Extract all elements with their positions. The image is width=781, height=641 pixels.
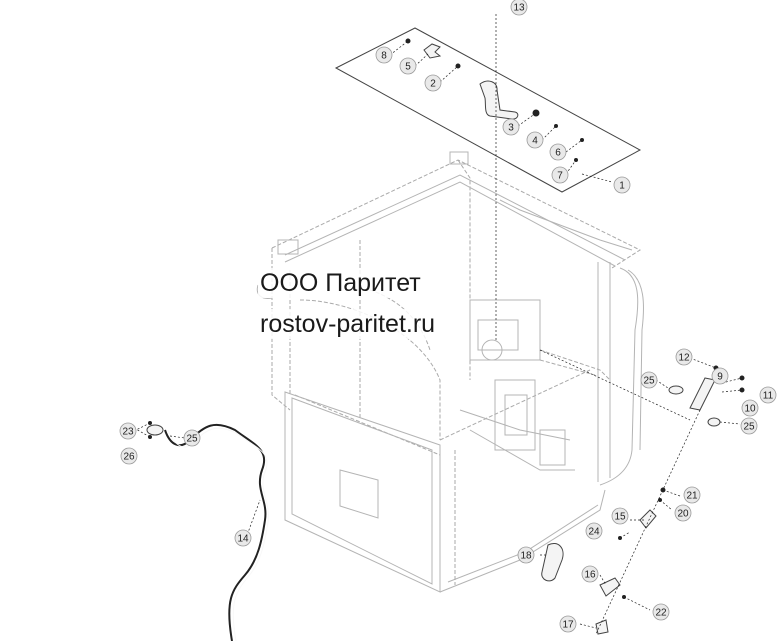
callout-14: 14 xyxy=(234,529,252,547)
callout-25-right-bottom: 25 xyxy=(740,417,758,435)
callout-26-bubble: 26 xyxy=(120,447,138,465)
callout-22: 22 xyxy=(652,603,670,621)
callout-3: 3 xyxy=(502,118,520,136)
svg-text:14: 14 xyxy=(237,534,249,545)
svg-text:16: 16 xyxy=(584,570,596,581)
svg-text:25: 25 xyxy=(643,376,655,387)
callout-18: 18 xyxy=(517,546,535,564)
svg-text:5: 5 xyxy=(405,62,411,73)
svg-text:26: 26 xyxy=(123,452,135,463)
drain-hose xyxy=(146,421,269,641)
svg-text:23: 23 xyxy=(122,427,134,438)
svg-text:9: 9 xyxy=(717,372,723,383)
callout-5: 5 xyxy=(399,57,417,75)
svg-text:12: 12 xyxy=(678,353,690,364)
callout-2: 2 xyxy=(424,74,442,92)
watermark-company: ООО Паритет xyxy=(258,268,423,298)
svg-text:20: 20 xyxy=(677,509,689,520)
callout-15: 15 xyxy=(611,507,629,525)
svg-text:3: 3 xyxy=(508,123,514,134)
callout-13: 13 xyxy=(510,0,528,16)
svg-text:11: 11 xyxy=(763,391,774,402)
svg-text:8: 8 xyxy=(381,51,387,62)
callouts: 13 8 5 2 3 4 6 7 1 12 9 25 11 10 25 21 2… xyxy=(119,0,777,633)
callout-6: 6 xyxy=(549,143,567,161)
svg-text:17: 17 xyxy=(562,620,574,631)
svg-text:6: 6 xyxy=(555,148,561,159)
svg-text:18: 18 xyxy=(520,551,532,562)
svg-text:13: 13 xyxy=(513,3,525,14)
svg-text:21: 21 xyxy=(686,491,698,502)
svg-text:24: 24 xyxy=(588,527,600,538)
watermark-url: rostov-paritet.ru xyxy=(258,309,438,339)
top-plate xyxy=(334,27,642,193)
callout-12: 12 xyxy=(675,348,693,366)
callout-11: 11 xyxy=(759,386,777,404)
door-lock-assembly xyxy=(541,365,745,635)
callout-1: 1 xyxy=(613,176,631,194)
svg-text:7: 7 xyxy=(557,171,563,182)
svg-text:1: 1 xyxy=(619,181,625,192)
svg-text:25: 25 xyxy=(186,434,198,445)
callout-24: 23 xyxy=(119,422,137,440)
svg-text:22: 22 xyxy=(655,608,667,619)
callout-25-left: 25 xyxy=(183,429,201,447)
cabinet-frame xyxy=(256,151,644,593)
svg-text:4: 4 xyxy=(532,136,538,147)
callout-20: 20 xyxy=(674,504,692,522)
callout-21: 21 xyxy=(683,486,701,504)
callout-7: 7 xyxy=(551,166,569,184)
callout-16: 16 xyxy=(581,565,599,583)
callout-23: 24 xyxy=(585,522,603,540)
svg-text:10: 10 xyxy=(744,404,756,415)
callout-8: 8 xyxy=(375,46,393,64)
callout-10: 10 xyxy=(741,399,759,417)
svg-text:2: 2 xyxy=(430,79,436,90)
svg-text:25: 25 xyxy=(743,422,755,433)
callout-9: 9 xyxy=(711,367,729,385)
callout-17: 17 xyxy=(559,615,577,633)
leader-lines xyxy=(133,14,743,635)
callout-4: 4 xyxy=(526,131,544,149)
svg-text:15: 15 xyxy=(614,512,626,523)
callout-25-right-top: 25 xyxy=(640,371,658,389)
